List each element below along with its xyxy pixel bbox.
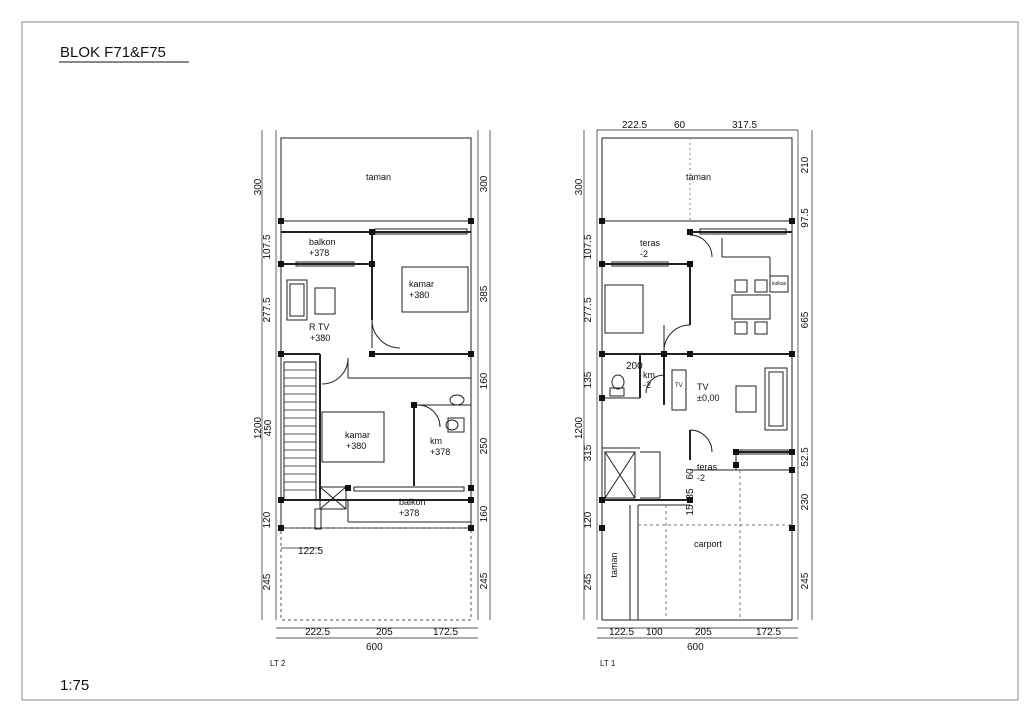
plan-lt1 <box>583 129 813 639</box>
lt1-dim-top-1: 222.5 <box>622 120 647 131</box>
lt1-teras-top-label: teras <box>640 238 661 248</box>
lt1-taman-side-label: taman <box>609 552 619 577</box>
lt2-dim-right-3: 160 <box>479 372 490 389</box>
lt2-dim-right-4: 250 <box>479 437 490 454</box>
lt2-rtv-label: R TV <box>309 322 329 332</box>
lt2-km-label: km <box>430 436 442 446</box>
lt1-dim-right-4: 52.5 <box>800 447 811 467</box>
lt2-kamar-b-elev: +380 <box>346 441 366 451</box>
lt2-dim-total: 600 <box>366 642 383 653</box>
lt1-teras-top-elev: -2 <box>640 249 648 259</box>
lt1-tv-elev: ±0,00 <box>697 393 719 403</box>
lt1-teras-mid-label: teras <box>697 462 718 472</box>
lt2-balkon-top-label: balkon <box>309 237 336 247</box>
lt1-carport-label: carport <box>694 539 723 549</box>
lt2-dim-bottom-2: 205 <box>376 627 393 638</box>
lt1-taman-top-label: taman <box>686 172 711 182</box>
lt1-dim-left-6: 315 <box>583 444 594 461</box>
sheet-frame <box>21 21 1019 701</box>
lt1-dim-bottom-1: 122.5 <box>609 627 634 638</box>
lt1-dim-left-8: 245 <box>583 573 594 590</box>
plan-lt2 <box>261 130 491 639</box>
lt1-dim-left-5: 1200 <box>574 416 585 439</box>
lt1-dim-bottom-3: 205 <box>695 627 712 638</box>
lt1-dim-left-1: 300 <box>574 178 585 195</box>
lt2-taman-label: taman <box>366 172 391 182</box>
lt2-dim-bottom-1: 222.5 <box>305 627 330 638</box>
lt1-dim-right-3: 665 <box>800 311 811 328</box>
lt2-balkon-bottom-label: balkon <box>399 497 426 507</box>
lt1-dim-right-2: 97.5 <box>800 208 811 228</box>
lt2-rtv-elev: +380 <box>310 333 330 343</box>
lt2-dim-left-3: 277.5 <box>262 297 273 322</box>
lt2-dim-right-2: 385 <box>479 285 490 302</box>
lt1-dim-left-2: 107.5 <box>583 234 594 259</box>
lt2-km-elev: +378 <box>430 447 450 457</box>
sheet-title: BLOK F71&F75 <box>60 44 166 61</box>
lt1-dim-top-2: 60 <box>674 120 686 131</box>
lt2-dim-left-4: 1200 <box>253 416 264 439</box>
lt2-kamar-a-elev: +380 <box>409 290 429 300</box>
lt1-dim-left-3: 277.5 <box>583 297 594 322</box>
lt2-dim-left-7: 245 <box>262 573 273 590</box>
lt2-level-label: LT 2 <box>270 659 286 668</box>
lt1-dim-inner-2: 15 <box>685 504 696 516</box>
lt1-teras-mid-elev: -2 <box>697 473 705 483</box>
lt1-dim-left-4: 135 <box>583 371 594 388</box>
lt2-kamar-b-label: kamar <box>345 430 370 440</box>
lt2-dim-left-6: 120 <box>262 511 273 528</box>
lt2-dim-stair: 122.5 <box>298 546 323 557</box>
lt2-dim-left-5: 450 <box>263 419 274 436</box>
lt1-dim-right-6: 245 <box>800 572 811 589</box>
lt2-dim-left-2: 107.5 <box>262 234 273 259</box>
lt1-dim-total: 600 <box>687 642 704 653</box>
lt1-dim-bottom-4: 172.5 <box>756 627 781 638</box>
lt1-tv-label: TV <box>697 382 709 392</box>
lt1-kulkas-label: kulkas <box>772 281 787 287</box>
scale-label: 1:75 <box>60 677 89 694</box>
lt1-dim-right-1: 210 <box>800 156 811 173</box>
lt1-tv-box-label: TV <box>675 383 683 389</box>
lt2-balkon-top-elev: +378 <box>309 248 329 258</box>
lt1-dim-200: 200 <box>626 361 643 372</box>
lt1-dim-top-3: 317.5 <box>732 120 757 131</box>
lt1-km-elev: -2 <box>643 380 651 390</box>
lt2-dim-right-5: 160 <box>479 505 490 522</box>
lt1-dim-right-5: 230 <box>800 493 811 510</box>
lt2-balkon-bottom-elev: +378 <box>399 508 419 518</box>
lt1-dim-left-7: 120 <box>583 511 594 528</box>
lt2-dim-bottom-3: 172.5 <box>433 627 458 638</box>
lt2-dim-right-6: 245 <box>479 572 490 589</box>
lt2-dim-left-1: 300 <box>253 178 264 195</box>
lt1-dim-inner-1: 60 <box>685 468 696 480</box>
lt1-km-label: km <box>643 370 655 380</box>
lt1-dim-bottom-2: 100 <box>646 627 663 638</box>
lt2-dim-right-1: 300 <box>479 175 490 192</box>
lt1-level-label: LT 1 <box>600 659 616 668</box>
lt2-kamar-a-label: kamar <box>409 279 434 289</box>
lt1-dim-inner-3: 85 <box>685 488 696 500</box>
